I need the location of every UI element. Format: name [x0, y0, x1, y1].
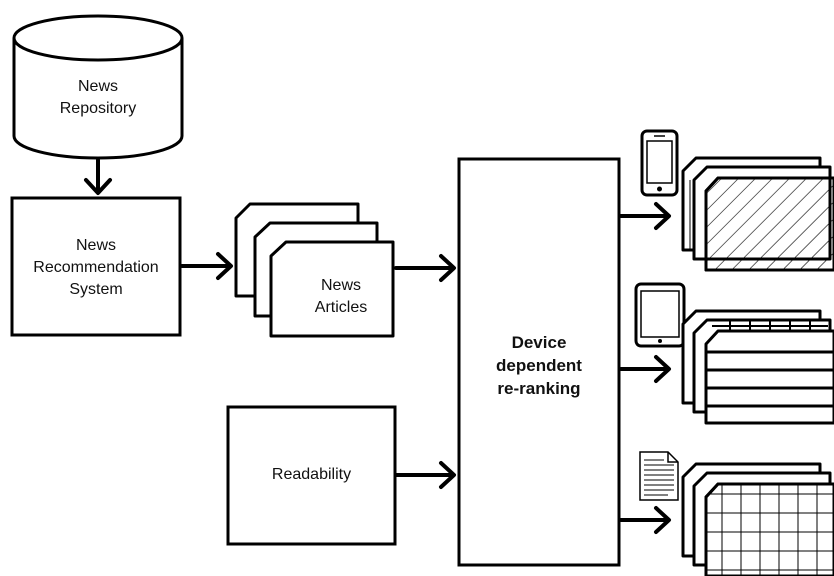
news-articles-line2: Articles — [314, 299, 368, 316]
news-repository-label: News Repository — [14, 76, 182, 120]
news-articles-line1: News — [320, 277, 361, 294]
reranking-line3: re-ranking — [497, 379, 581, 398]
news-articles-label: News Articles — [296, 275, 386, 319]
news-repository-line2: Repository — [59, 100, 137, 117]
news-recommendation-system-box — [10, 196, 182, 337]
news-recommendation-system-label: News Recommendation System — [12, 235, 180, 301]
arrow-right-icon — [394, 254, 456, 282]
arrow-right-icon — [619, 506, 671, 534]
readability-box — [226, 405, 397, 546]
tablet-icon — [634, 282, 686, 348]
arrow-down-icon — [84, 158, 112, 195]
news-repository-database — [12, 14, 184, 160]
device-reranking-label: Device dependent re-ranking — [459, 331, 619, 400]
reranking-line2: dependent — [496, 356, 582, 375]
smartphone-icon — [640, 129, 679, 197]
arrow-right-icon — [180, 252, 233, 280]
readability-text: Readability — [271, 466, 352, 483]
document-page-icon — [639, 451, 679, 501]
arrow-right-icon — [619, 202, 671, 230]
readability-label: Readability — [228, 464, 395, 486]
device-reranking-box — [457, 157, 621, 567]
news-articles-document-stack — [234, 202, 395, 338]
recommender-line1: News — [75, 237, 116, 254]
smartphone-result-stack — [681, 156, 834, 272]
recommender-line2: Recommendation — [33, 259, 159, 276]
arrow-right-icon — [394, 461, 456, 489]
desktop-result-stack — [681, 462, 834, 576]
news-repository-line1: News — [77, 78, 118, 95]
recommender-line3: System — [69, 281, 123, 298]
arrow-right-icon — [619, 355, 671, 383]
reranking-line1: Device — [511, 333, 567, 352]
tablet-result-stack — [681, 309, 834, 425]
